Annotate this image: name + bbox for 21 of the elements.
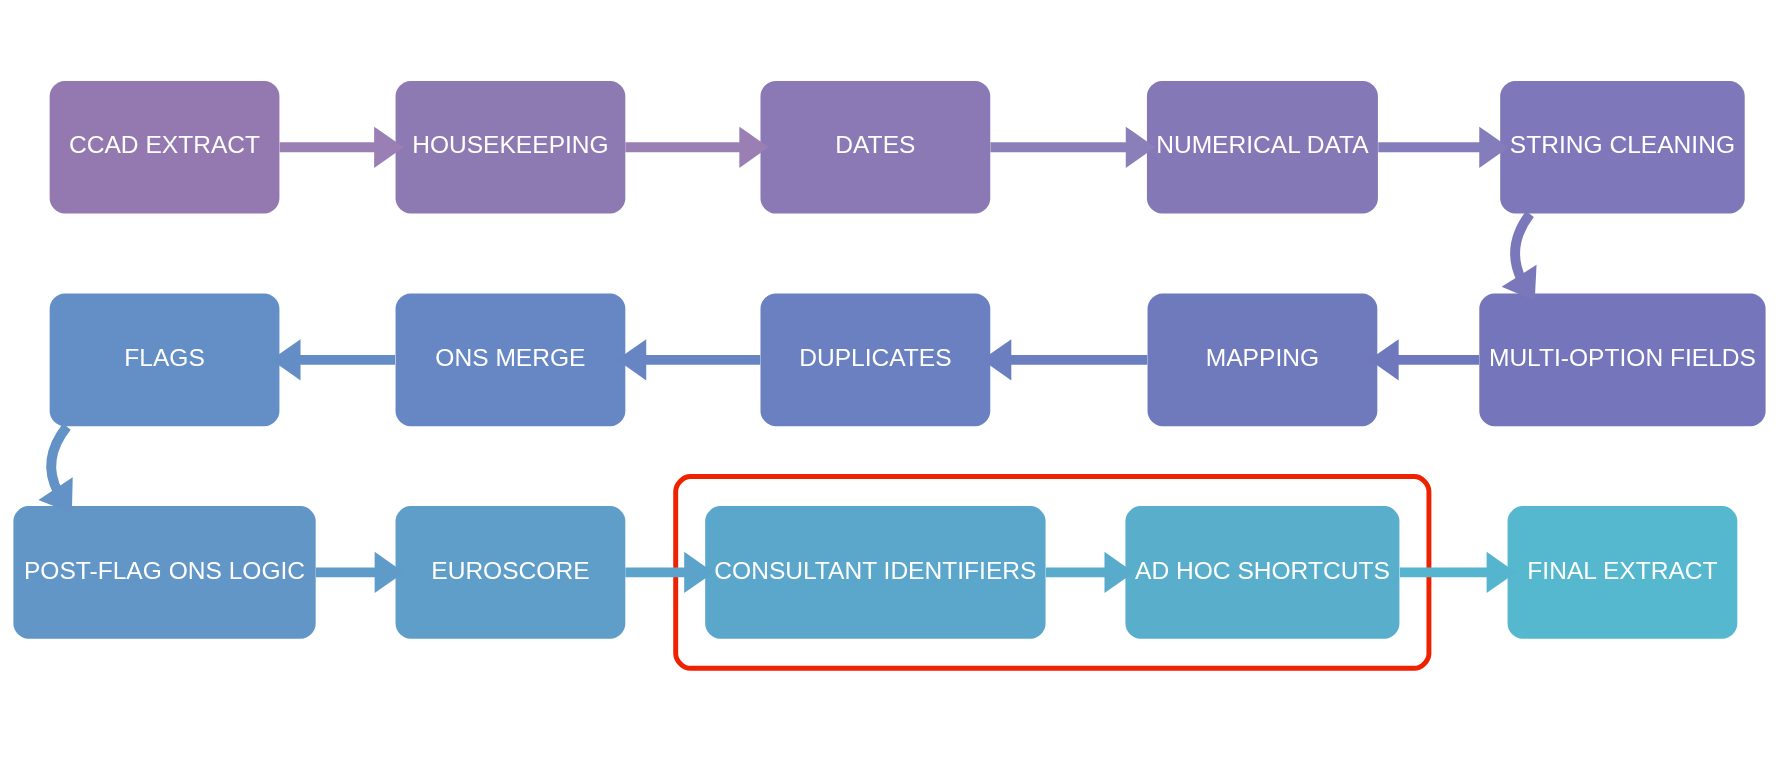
arrow xyxy=(279,126,404,168)
node-box: DATES xyxy=(760,80,991,214)
node-box: MULTI-OPTION FIELDS xyxy=(1479,293,1766,426)
node-box: NUMERICAL DATA xyxy=(1146,80,1378,214)
node-box: STRING CLEANING xyxy=(1500,80,1745,214)
node-box: CONSULTANT IDENTIFIERS xyxy=(705,505,1046,639)
arrow xyxy=(625,126,769,168)
node-box: FLAGS xyxy=(49,293,280,426)
node-box: POST-FLAG ONS LOGIC xyxy=(13,505,316,639)
node-box: FINAL EXTRACT xyxy=(1507,505,1738,639)
node-box: EUROSCORE xyxy=(395,505,626,639)
node-box: DUPLICATES xyxy=(760,293,991,426)
arrow xyxy=(1501,210,1537,301)
node-box: AD HOC SHORTCUTS xyxy=(1125,505,1400,639)
node-box: MAPPING xyxy=(1147,293,1378,426)
arrow xyxy=(1378,126,1509,168)
arrow xyxy=(990,126,1156,168)
cluster xyxy=(673,473,1432,671)
node-box: HOUSEKEEPING xyxy=(395,80,626,214)
node-box: CCAD EXTRACT xyxy=(49,80,280,214)
node-box: ONS MERGE xyxy=(395,293,626,426)
